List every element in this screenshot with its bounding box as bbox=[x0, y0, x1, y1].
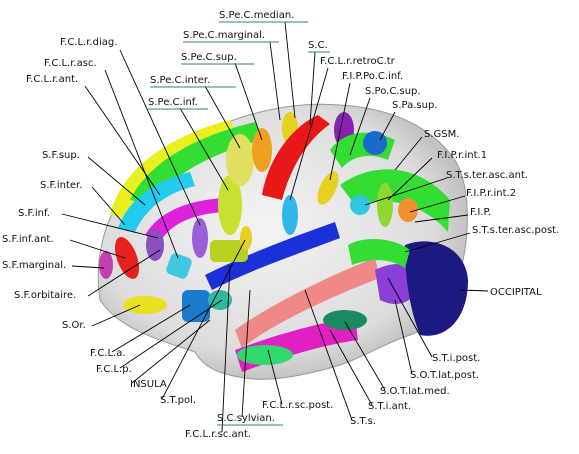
sulcus-s-f-marginal bbox=[99, 251, 113, 279]
label-f-c-l-a: F.C.L.a. bbox=[90, 348, 126, 359]
label-f-c-l-p: F.C.L.p. bbox=[96, 364, 132, 375]
label-s-t-i-ant: S.T.i.ant. bbox=[368, 401, 411, 412]
label-s-pe-c-marginal: S.Pe.C.marginal. bbox=[183, 30, 265, 41]
sulcus-f-i-p-r-int-1 bbox=[377, 183, 393, 227]
label-s-pe-c-median: S.Pe.C.median. bbox=[219, 10, 294, 21]
label-f-c-l-r-asc: F.C.L.r.asc. bbox=[44, 58, 97, 69]
label-s-f-inf-ant: S.F.inf.ant. bbox=[2, 234, 54, 245]
label-f-i-p-r-int-2: F.I.P.r.int.2 bbox=[466, 188, 516, 199]
label-s-pe-c-inf: S.Pe.C.inf. bbox=[148, 97, 198, 108]
label-s-t-pol: S.T.pol. bbox=[160, 395, 196, 406]
label-s-o-t-lat-med: S.O.T.lat.med. bbox=[380, 386, 450, 397]
sulcus-f-c-l-r-retroc-cyan bbox=[282, 195, 298, 235]
label-f-c-l-r-sc-post: F.C.L.r.sc.post. bbox=[262, 400, 333, 411]
label-s-c: S.C. bbox=[308, 40, 328, 51]
label-s-o-t-lat-post: S.O.T.lat.post. bbox=[410, 370, 479, 381]
label-s-pe-c-inter: S.Pe.C.inter. bbox=[150, 75, 210, 86]
label-s-f-orbitaire: S.F.orbitaire. bbox=[14, 290, 76, 301]
label-f-i-p-r-int-1: F.I.P.r.int.1 bbox=[437, 150, 487, 161]
label-s-f-inter: S.F.inter. bbox=[40, 180, 82, 191]
sulcus-s-or bbox=[123, 296, 167, 314]
label-s-pa-sup: S.Pa.sup. bbox=[392, 100, 438, 111]
label-f-c-l-r-diag: F.C.L.r.diag. bbox=[60, 37, 117, 48]
label-s-pe-c-sup: S.Pe.C.sup. bbox=[181, 52, 237, 63]
label-f-c-l-r-sc-ant: F.C.L.r.sc.ant. bbox=[185, 429, 251, 440]
label-s-f-marginal: S.F.marginal. bbox=[2, 260, 66, 271]
label-s-gsm: S.GSM. bbox=[424, 129, 459, 140]
label-f-c-l-r-retroc-tr: F.C.L.r.retroC.tr bbox=[320, 56, 396, 67]
label-s-t-s-ter-asc-ant: S.T.s.ter.asc.ant. bbox=[446, 170, 528, 181]
label-s-f-inf: S.F.inf. bbox=[18, 208, 50, 219]
label-s-t-s-ter-asc-post: S.T.s.ter.asc.post. bbox=[472, 225, 559, 236]
sulcus-s-f-orbitaire bbox=[146, 229, 164, 261]
label-f-i-p: F.I.P. bbox=[470, 207, 491, 218]
label-s-f-sup: S.F.sup. bbox=[42, 150, 80, 161]
sulcus-s-o-t-lat-med bbox=[323, 310, 367, 330]
label-s-t-s: S.T.s. bbox=[350, 416, 376, 427]
sulcus-s-pe-c-sup bbox=[252, 128, 272, 172]
sulcus-f-i-p-r-int-2 bbox=[398, 198, 418, 222]
label-s-c-sylvian: S.C.sylvian. bbox=[217, 413, 275, 424]
label-occipital: OCCIPITAL bbox=[490, 287, 542, 298]
label-s-or: S.Or. bbox=[62, 320, 86, 331]
sulcus-s-t-s-ter-asc-ant bbox=[350, 195, 370, 215]
label-f-c-l-r-ant: F.C.L.r.ant. bbox=[26, 74, 78, 85]
label-s-t-i-post: S.T.i.post. bbox=[432, 353, 480, 364]
label-f-i-p-po-c-inf: F.I.P.Po.C.inf. bbox=[342, 71, 403, 82]
label-s-po-c-sup: S.Po.C.sup. bbox=[365, 86, 421, 97]
sulcus-s-pe-c-inter bbox=[226, 134, 254, 186]
label-insula: INSULA bbox=[130, 379, 167, 390]
